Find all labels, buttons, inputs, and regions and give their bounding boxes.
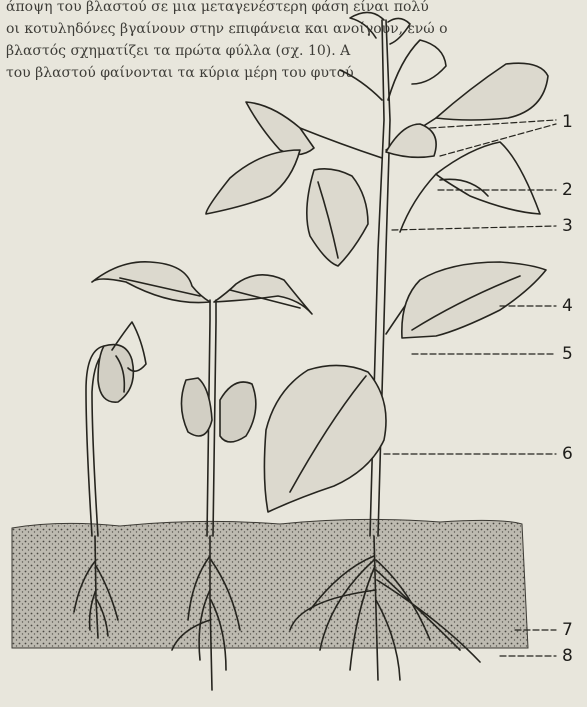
- callout-1: 1: [562, 114, 573, 131]
- callout-3: 3: [562, 218, 573, 235]
- callout-4: 4: [562, 298, 573, 315]
- callout-2: 2: [562, 182, 573, 199]
- callout-8: 8: [562, 648, 573, 665]
- callout-6: 6: [562, 446, 573, 463]
- callout-7: 7: [562, 622, 573, 639]
- callout-5: 5: [562, 346, 573, 363]
